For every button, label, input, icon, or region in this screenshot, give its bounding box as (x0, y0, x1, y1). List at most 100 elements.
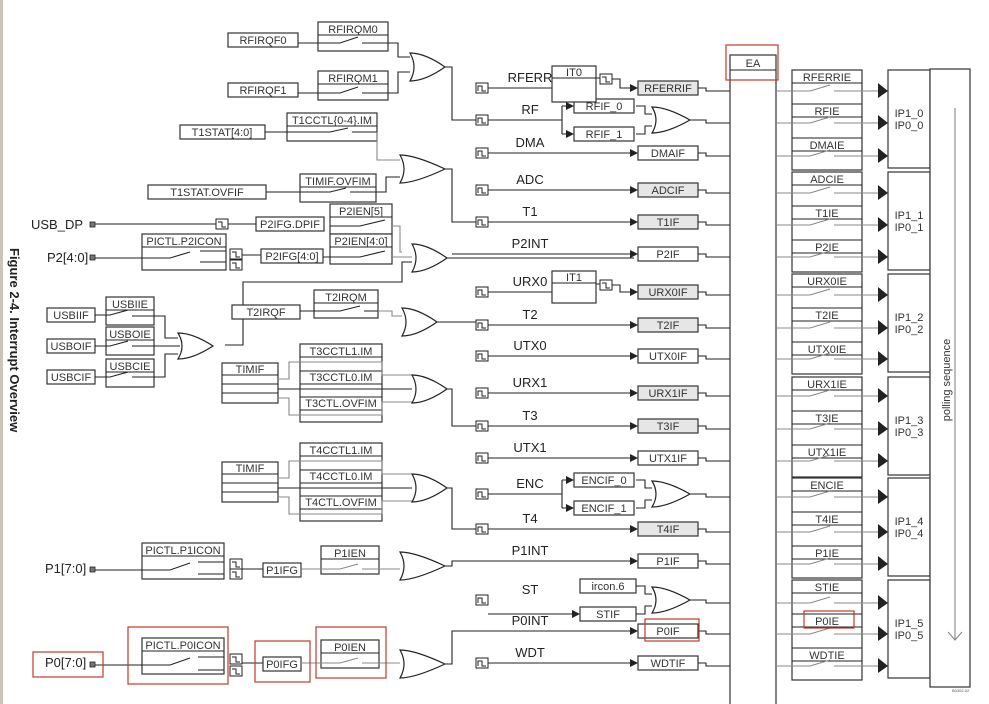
flag-label-utx0if: UTX0IF (649, 351, 687, 363)
priority-label-ip1-0: IP1_0 (895, 108, 924, 120)
highlight-picctl-p0icon (127, 626, 229, 685)
flag-label-utx1if: UTX1IF (649, 453, 687, 465)
flag-label-rfif_1: RFIF_1 (586, 129, 623, 141)
pulse-icon (475, 350, 489, 362)
t2irqm-box (313, 289, 379, 319)
source-label-p0int: P0INT (512, 613, 549, 628)
it1-label: IT1 (566, 272, 582, 284)
priority-group-3 (887, 376, 931, 476)
usboie-label: USBOIE (109, 329, 151, 341)
t4cctl1-label: T4CCTL1.IM (310, 445, 373, 457)
t2irqm-label: T2IRQM (325, 292, 367, 304)
enable-label-urx0ie: URX0IE (807, 276, 847, 288)
priority-group-0 (887, 69, 931, 169)
usbiif-label: USBIIF (53, 310, 89, 322)
priority-label-ip1-4: IP1_4 (895, 516, 924, 528)
picctl-p1icon-label: PICTL.P1ICON (145, 545, 220, 557)
enable-label-t3ie: T3IE (815, 413, 838, 425)
flag-label-wdtif: WDTIF (651, 658, 686, 670)
timif3-label: TIMIF (236, 364, 265, 376)
flag-label-ircon6: ircon.6 (591, 581, 624, 593)
pulse-icon (475, 319, 489, 331)
p2ifg-dpif-label: P2IFG.DPIF (260, 219, 320, 231)
priority-group-1 (887, 171, 931, 271)
enable-label-p0ie: P0IE (815, 616, 839, 628)
flag-box-encif_0 (573, 472, 635, 488)
flag-label-rfif_0: RFIF_0 (586, 101, 623, 113)
t4ctl-ovfim-label: T4CTL.OVFIM (305, 497, 377, 509)
pulse-icon (475, 420, 489, 432)
priority-label-ip1-5: IP1_5 (895, 618, 924, 630)
p0ien-label: P0IEN (334, 642, 366, 654)
flag-label-t1if: T1IF (657, 217, 680, 229)
rfirqf0-label: RFIRQF0 (239, 35, 286, 47)
p2-label: P2[4:0] (47, 250, 88, 265)
pulse-icon (475, 387, 489, 399)
source-label-rf: RF (521, 102, 538, 117)
or-gate-t1 (398, 154, 447, 184)
picctl-p0icon-label: PICTL.P0ICON (145, 640, 220, 652)
picctl-p2icon-box (141, 233, 227, 271)
highlight-p0 (32, 651, 104, 678)
enable-label-t4ie: T4IE (815, 514, 838, 526)
it0-box (551, 65, 597, 103)
enable-group-4 (791, 477, 863, 579)
timif4-label: TIMIF (236, 463, 265, 475)
source-label-urx0: URX0 (513, 274, 548, 289)
timif4-box (221, 461, 279, 503)
enable-label-p1ie: P1IE (815, 548, 839, 560)
p2ifg-box (260, 248, 324, 264)
timif3-box (221, 362, 279, 404)
flag-label-encif_0: ENCIF_0 (581, 475, 626, 487)
p2ifg-label: P2IFG[4:0] (265, 251, 318, 263)
or-gate-rf (650, 106, 692, 134)
enable-label-rfie: RFIE (814, 106, 839, 118)
ea-column (729, 54, 777, 704)
source-label-t2: T2 (522, 307, 537, 322)
enable-label-t1ie: T1IE (815, 208, 838, 220)
flag-label-t4if: T4IF (657, 524, 680, 536)
usboie-box (105, 326, 155, 356)
enable-label-utx0ie: UTX0IE (808, 344, 847, 356)
pulse-icon (475, 594, 489, 606)
enable-group-2 (791, 273, 863, 375)
rfirqf1-box (227, 82, 299, 98)
pulse-icon (475, 114, 489, 126)
pulse-icon (475, 452, 489, 464)
source-label-urx1: URX1 (513, 375, 548, 390)
t3cctl1-label: T3CCTL1.IM (310, 346, 373, 358)
flag-label-t3if: T3IF (657, 421, 680, 433)
it0-label: IT0 (566, 67, 582, 79)
enable-label-rferrie: RFERRIE (803, 72, 851, 84)
enable-group-1 (791, 171, 863, 273)
highlight-p0ien (315, 626, 387, 679)
or-gate-enc (650, 480, 692, 508)
t2irqf-label: T2IRQF (246, 307, 285, 319)
rfirqm0-label: RFIRQM0 (328, 24, 378, 36)
priority-label-ip0-0: IP0_0 (895, 120, 924, 132)
highlight-ea (725, 44, 779, 81)
source-label-utx0: UTX0 (513, 338, 546, 353)
priority-label-ip0-1: IP0_1 (895, 222, 924, 234)
usbiie-label: USBIIE (112, 299, 148, 311)
or-gate-rf (408, 52, 447, 82)
rfirqm1-box (317, 70, 389, 101)
highlight-p0ifg (254, 640, 311, 683)
source-label-t3: T3 (522, 408, 537, 423)
or-gate-t2 (400, 307, 439, 337)
usbcie-box (105, 358, 155, 388)
t1stat-label: T1STAT[4:0] (192, 127, 253, 139)
p1ien-label: P1IEN (334, 548, 366, 560)
enable-group-3 (791, 376, 863, 478)
p0-label: P0[7:0] (45, 655, 86, 670)
enable-label-dmaie: DMAIE (810, 140, 845, 152)
rfirqm1-label: RFIRQM1 (328, 73, 378, 85)
usb-dp-label: USB_DP (31, 217, 83, 232)
p2ien40-box (329, 233, 393, 265)
figure-title: Figure 2-4. Interrupt Overview (7, 248, 22, 433)
rfirqf1-label: RFIRQF1 (239, 85, 286, 97)
source-label-utx1: UTX1 (513, 440, 546, 455)
polling-column (929, 68, 971, 688)
